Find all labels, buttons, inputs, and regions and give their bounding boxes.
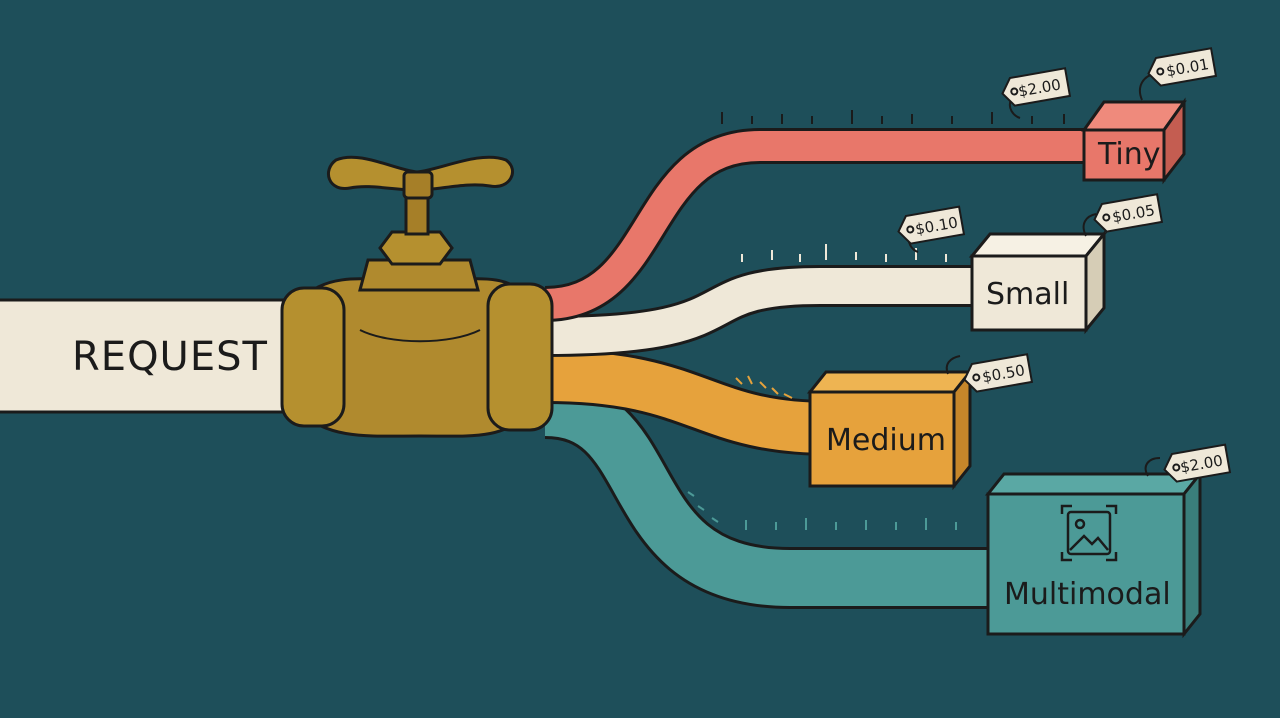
rate-tag-small: $0.10 [897,205,966,253]
tier-label-small: Small [986,277,1069,312]
price-tag-small: $0.05 [1082,193,1164,237]
tick-marks-multimodal [687,491,957,530]
price-tag-multimodal: $2.00 [1144,443,1232,483]
tier-box-tiny: Tiny [1081,97,1187,185]
tier-box-medium: Medium [806,367,974,491]
tier-label-medium: Medium [826,423,946,458]
request-label: REQUEST [72,334,268,380]
price-tag-tiny: $0.01 [1138,47,1218,101]
stream-tiny [544,128,1100,322]
tier-box-multimodal: Multimodal [984,469,1204,639]
stream-medium [544,348,831,456]
stream-multimodal [543,377,1000,609]
stream-small [544,265,990,357]
rate-tag-tiny: $2.00 [1001,67,1072,119]
tick-marks-medium [735,375,793,399]
tick-marks-tiny [721,110,1065,124]
valve [280,155,554,438]
price-tag-medium: $0.50 [945,353,1034,393]
tick-marks-small [741,244,947,262]
image-icon [1060,504,1118,562]
tier-label-multimodal: Multimodal [1004,577,1171,612]
tier-box-small: Small [968,229,1108,335]
tier-label-tiny: Tiny [1097,137,1161,172]
